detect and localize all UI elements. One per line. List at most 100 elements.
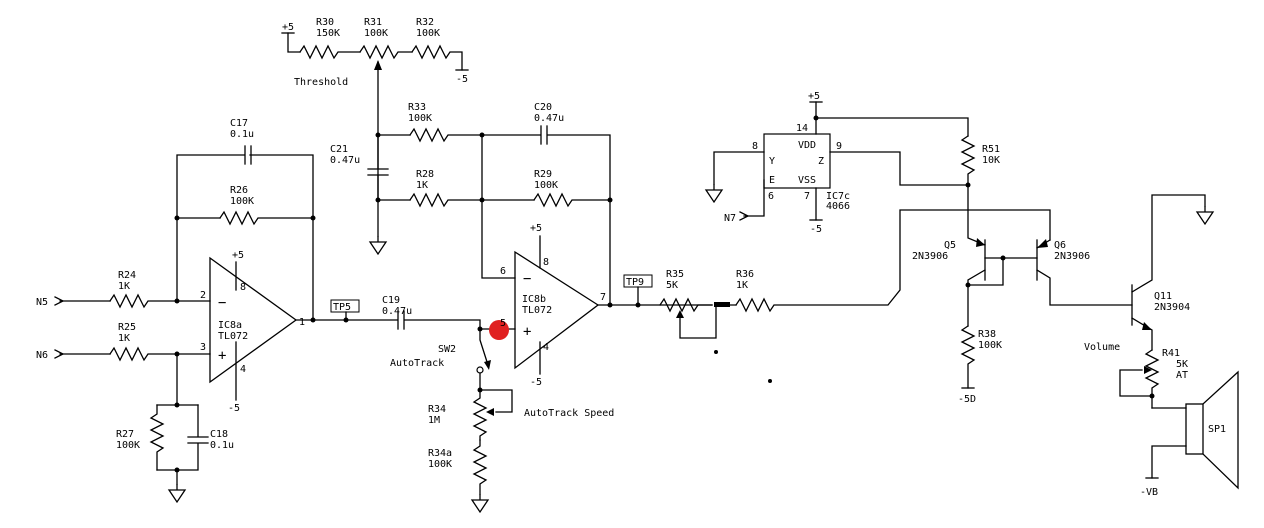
label-r26-value: 100K	[230, 196, 254, 207]
label-pin1: 1	[299, 317, 305, 328]
ac-coupling	[330, 299, 516, 513]
label-pin14: 14	[796, 123, 808, 134]
label-m5-ic8a: -5	[228, 403, 240, 414]
ic8a-stage	[54, 145, 348, 503]
mirror-stage	[960, 135, 1133, 389]
label-p5-ic8a: +5	[232, 250, 244, 261]
label-r34-value: 1M	[428, 415, 440, 426]
label-r41-value: 5K	[1176, 359, 1188, 370]
label-ic7c: IC7c	[826, 191, 850, 202]
label-q11: Q11	[1154, 291, 1172, 302]
ground-icon	[705, 183, 723, 203]
label-m5-ic8b: -5	[530, 377, 542, 388]
label-r25: R25	[118, 322, 136, 333]
label-pin6: 6	[500, 266, 506, 277]
resistor-r34a	[472, 439, 488, 495]
label-plus-b: +	[523, 324, 531, 340]
label-vss: VSS	[798, 175, 816, 186]
label-r25-value: 1K	[118, 333, 130, 344]
label-c21: C21	[330, 144, 348, 155]
label-q5-value: 2N3906	[912, 251, 948, 262]
label-r30: R30	[316, 17, 334, 28]
label-tp9: TP9	[626, 277, 644, 288]
label-vdd: VDD	[798, 140, 816, 151]
ground-icon	[1196, 205, 1214, 225]
label-e: E	[769, 175, 775, 186]
resistor-r36	[735, 209, 1051, 313]
label-p5-ic8b: +5	[530, 223, 542, 234]
label-r51-value: 10K	[982, 155, 1000, 166]
threshold-network	[281, 32, 469, 203]
label-pin7: 7	[600, 292, 606, 303]
label-pin3: 3	[200, 342, 206, 353]
label-ic8a: IC8a	[218, 320, 242, 331]
label-r32-value: 100K	[416, 28, 440, 39]
resistor-r30	[299, 44, 361, 60]
label-r41: R41	[1162, 348, 1180, 359]
resistor-r25	[109, 346, 211, 362]
label-r28: R28	[416, 169, 434, 180]
label-minus-a: −	[218, 295, 226, 311]
label-c21-value: 0.47u	[330, 155, 360, 166]
label-pin6c: 6	[768, 191, 774, 202]
label-r24-value: 1K	[118, 281, 130, 292]
label-pin4b: 4	[543, 342, 549, 353]
resistor-r26	[219, 210, 314, 226]
label-pin7c: 7	[804, 191, 810, 202]
label-m5-top: -5	[456, 74, 468, 85]
label-c17: C17	[230, 118, 248, 129]
resistor-r28	[409, 192, 483, 208]
ground-icon	[471, 493, 489, 513]
ic7c-switch	[705, 101, 969, 221]
opamp-ic8a	[209, 256, 298, 384]
resistor-r33	[409, 127, 483, 143]
potentiometer-r34	[472, 389, 488, 441]
label-r38-value: 100K	[978, 340, 1002, 351]
output-stage	[1119, 194, 1239, 490]
label-n5: N5	[36, 297, 48, 308]
label-r28-value: 1K	[416, 180, 428, 191]
label-n6: N6	[36, 350, 48, 361]
label-r24: R24	[118, 270, 136, 281]
label-r35-value: 5K	[666, 280, 678, 291]
label-c17-value: 0.1u	[230, 129, 254, 140]
label-pin4a: 4	[240, 364, 246, 375]
label-y: Y	[769, 156, 775, 167]
label-r41-at: AT	[1176, 370, 1188, 381]
label-p5-top: +5	[282, 22, 294, 33]
resistor-r27	[149, 404, 165, 471]
label-ic7c-value: 4066	[826, 201, 850, 212]
ground-icon	[168, 483, 186, 503]
label-pin8a: 8	[240, 282, 246, 293]
label-autotrack: AutoTrack	[390, 358, 444, 369]
label-r29: R29	[534, 169, 552, 180]
resistor-r24	[109, 293, 211, 309]
label-c19: C19	[382, 295, 400, 306]
potentiometer-r35	[659, 297, 713, 313]
label-threshold: Threshold	[294, 77, 348, 88]
resistor-r51	[960, 135, 976, 186]
label-r31: R31	[364, 17, 382, 28]
label-ic8b: IC8b	[522, 294, 546, 305]
label-minus-b: −	[523, 271, 531, 287]
label-sp1: SP1	[1208, 424, 1226, 435]
label-r29-value: 100K	[534, 180, 558, 191]
label-r35: R35	[666, 269, 684, 280]
label-volume: Volume	[1084, 342, 1120, 353]
label-m5-ic7: -5	[810, 224, 822, 235]
label-r27-value: 100K	[116, 440, 140, 451]
label-r33: R33	[408, 102, 426, 113]
potentiometer-r41	[1144, 349, 1160, 409]
label-q6-value: 2N3906	[1054, 251, 1090, 262]
label-plus-a: +	[218, 348, 226, 364]
resistor-r38	[960, 325, 976, 389]
ic8b-stage	[514, 209, 1051, 383]
label-r27: R27	[116, 429, 134, 440]
label-r36: R36	[736, 269, 754, 280]
ground-icon	[369, 235, 387, 255]
label-q5: Q5	[944, 240, 956, 251]
label-r34a-value: 100K	[428, 459, 452, 470]
ic7c-body	[763, 133, 831, 189]
label-ic8a-value: TL072	[218, 331, 248, 342]
